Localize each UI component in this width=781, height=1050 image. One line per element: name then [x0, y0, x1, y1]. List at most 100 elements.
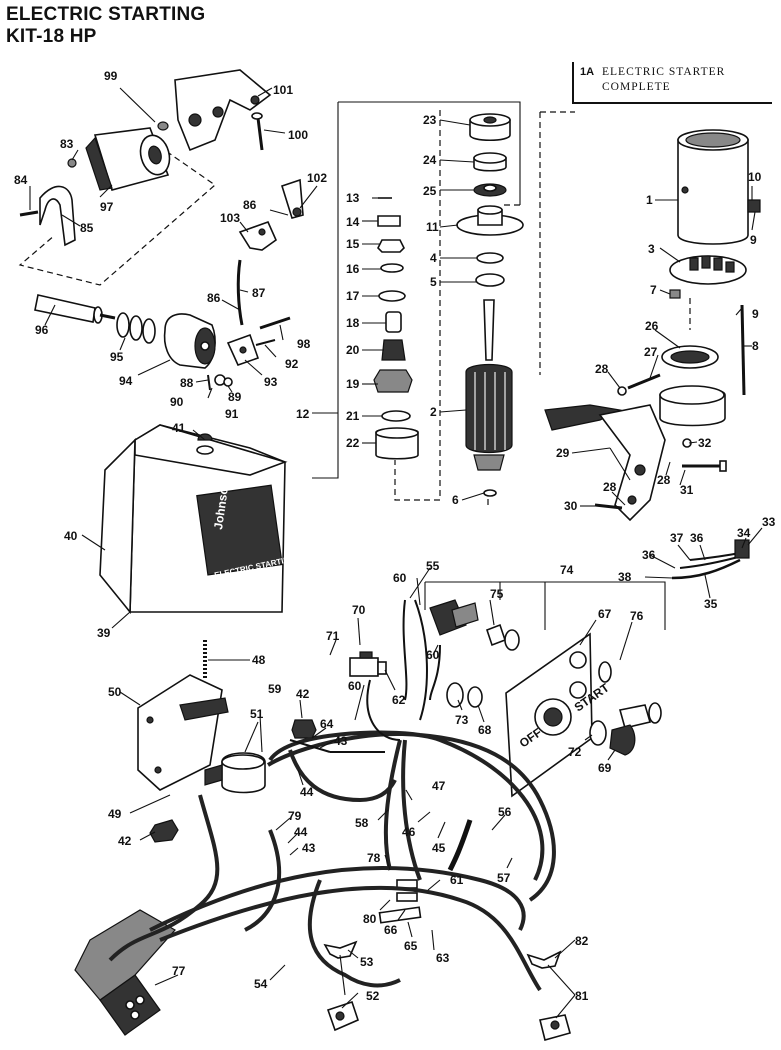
part-label-85: 85 [80, 221, 94, 235]
part-label-29: 29 [556, 446, 570, 460]
part-label-79: 79 [288, 809, 302, 823]
part-label-90: 90 [170, 395, 184, 409]
lower-housing [544, 385, 726, 431]
part-label-19: 19 [346, 377, 360, 391]
part-label-34: 34 [737, 526, 751, 540]
battery-box-39: Johnson ELECTRIC STARTING [99, 424, 296, 615]
connector-52 [326, 1000, 359, 1032]
drive-column-parts [373, 197, 419, 460]
part-label-56: 56 [498, 805, 512, 819]
part-label-89: 89 [228, 390, 242, 404]
part-label-15: 15 [346, 237, 360, 251]
brush-plate-3 [669, 255, 747, 285]
screw-31 [682, 460, 727, 472]
part-label-10: 10 [748, 170, 762, 184]
part-label-44-top: 44 [300, 785, 314, 799]
mount-plate-50 [137, 674, 229, 791]
part-label-44-low: 44 [294, 825, 308, 839]
wing-nut-53 [323, 940, 358, 959]
brush-7 [669, 289, 681, 299]
rings-95 [116, 312, 156, 344]
part-label-87: 87 [252, 286, 266, 300]
part-label-62: 62 [392, 693, 406, 707]
part-label-12: 12 [296, 407, 310, 421]
switch-nuts-75-68 [446, 623, 520, 708]
part-label-37: 37 [670, 531, 684, 545]
part-label-68: 68 [478, 723, 492, 737]
washer-28 [617, 386, 627, 396]
part-label-98: 98 [297, 337, 311, 351]
washers-88-91 [207, 374, 233, 391]
part-label-65: 65 [404, 939, 418, 953]
part-label-30: 30 [564, 499, 578, 513]
pin-92 [255, 339, 276, 346]
part-label-70: 70 [352, 603, 366, 617]
part-label-17: 17 [346, 289, 360, 303]
switch-62 [349, 651, 387, 677]
part-label-96: 96 [35, 323, 49, 337]
part-number-labels: 99 101 100 83 84 97 85 86 102 103 86 87 … [14, 69, 776, 1003]
bolt-8 [740, 304, 746, 396]
armature-2 [465, 299, 513, 471]
part-label-32: 32 [698, 436, 712, 450]
part-label-21: 21 [346, 409, 360, 423]
lead-harness-35 [671, 539, 750, 580]
part-label-88: 88 [180, 376, 194, 390]
latch-102 [281, 178, 304, 219]
part-label-8: 8 [752, 339, 759, 353]
part-label-82: 82 [575, 934, 589, 948]
part-label-28-low: 28 [603, 480, 617, 494]
part-label-13: 13 [346, 191, 360, 205]
part-label-50: 50 [108, 685, 122, 699]
part-label-74: 74 [560, 563, 574, 577]
gear-unit-94 [163, 313, 216, 369]
part-label-33: 33 [762, 515, 776, 529]
drive-assembly-bracket [312, 101, 521, 501]
part-label-18: 18 [346, 316, 360, 330]
part-label-24: 24 [423, 153, 437, 167]
part-label-73: 73 [455, 713, 469, 727]
part-label-9-low: 9 [752, 307, 759, 321]
part-label-38: 38 [618, 570, 632, 584]
part-label-81: 81 [575, 989, 589, 1003]
part-label-72: 72 [568, 745, 582, 759]
part-label-40: 40 [64, 529, 78, 543]
diagram-title: ELECTRIC STARTING KIT-18 HP [6, 4, 205, 48]
part-label-20: 20 [346, 343, 360, 357]
part-label-6: 6 [452, 493, 459, 507]
part-label-42-top: 42 [296, 687, 310, 701]
screw-84 [19, 210, 39, 217]
screw-100 [251, 112, 264, 151]
title-line-2: KIT-18 HP [6, 26, 97, 47]
nuts-42 [149, 719, 317, 843]
part-label-46: 46 [402, 825, 416, 839]
upper-end-parts-23-25-11 [456, 113, 524, 497]
part-label-97: 97 [100, 200, 114, 214]
motor-unit-97 [85, 127, 171, 191]
part-label-94: 94 [119, 374, 133, 388]
part-label-102: 102 [307, 171, 327, 185]
part-label-55: 55 [426, 559, 440, 573]
lever-103 [238, 220, 277, 251]
part-label-28-top: 28 [595, 362, 609, 376]
part-label-47: 47 [432, 779, 446, 793]
part-label-11: 11 [426, 220, 439, 234]
part-label-28-right: 28 [657, 473, 671, 487]
part-label-14: 14 [346, 215, 360, 229]
key-switch-74 [429, 599, 479, 636]
part-label-80: 80 [363, 912, 377, 926]
part-label-69: 69 [598, 761, 612, 775]
part-label-42-low: 42 [118, 834, 132, 848]
upper-left-dashed-outline [18, 139, 216, 286]
screw-30 [594, 503, 623, 510]
starter-housing-1 [677, 129, 761, 245]
part-label-59: 59 [268, 682, 282, 696]
part-label-36-right: 36 [690, 531, 704, 545]
part-label-67: 67 [598, 607, 612, 621]
part-label-27: 27 [644, 345, 658, 359]
end-cap-26 [661, 345, 719, 369]
bracket-29 [598, 404, 666, 522]
part-label-4: 4 [430, 251, 437, 265]
shaft-96 [34, 294, 116, 324]
part-label-99: 99 [104, 69, 118, 83]
